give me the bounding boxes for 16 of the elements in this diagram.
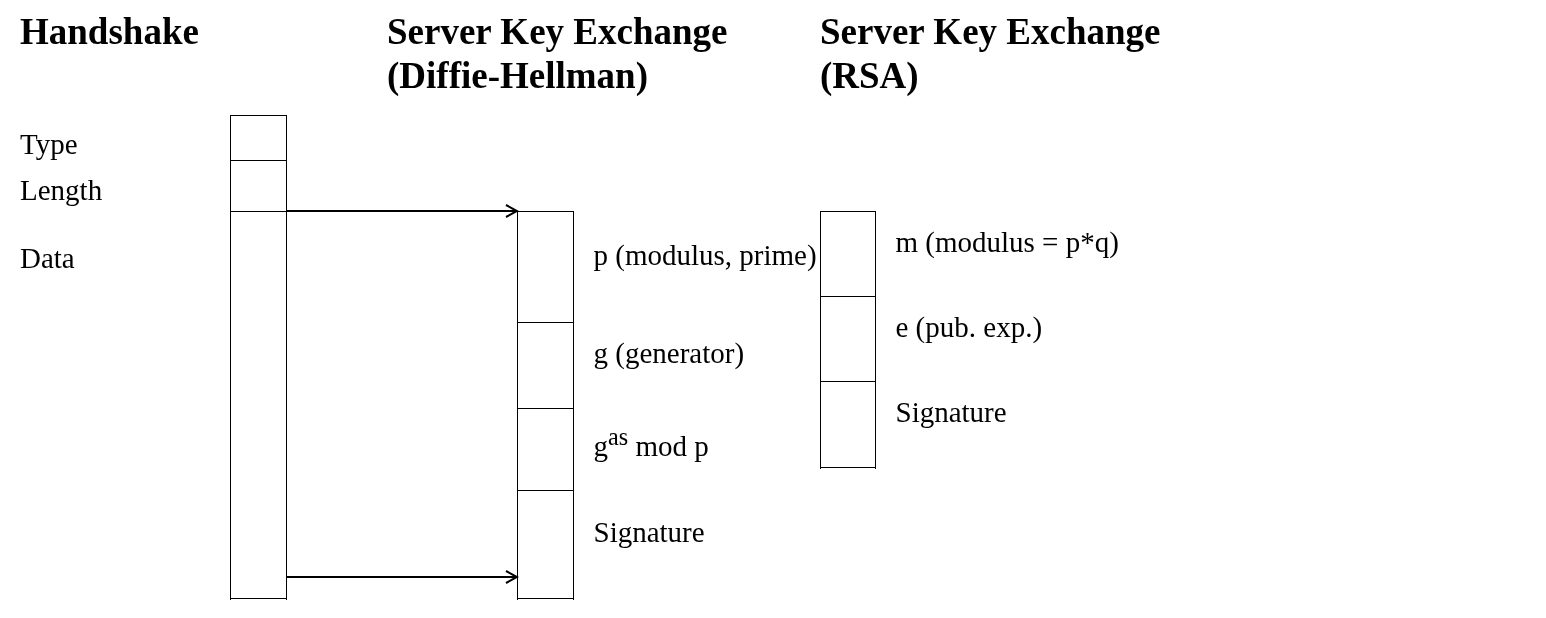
field-label: g$^{as}$ mod p	[593, 422, 709, 463]
column-heading: Handshake	[20, 10, 200, 54]
field-label: Data	[20, 241, 75, 275]
field-label: g (generator)	[593, 336, 745, 370]
field-label: Type	[20, 127, 78, 161]
column-heading: Server Key Exchange (RSA)	[820, 10, 1162, 98]
field-label: e (pub. exp.)	[895, 309, 1043, 344]
field-label: m (modulus = p*q)	[895, 224, 1119, 259]
arrow	[285, 204, 518, 218]
field-label: Signature	[593, 515, 705, 549]
field-label: p (modulus, prime)	[593, 237, 817, 272]
packet-column	[230, 115, 287, 600]
field-label: Length	[20, 173, 103, 207]
column-heading: Server Key Exchange (Diffie-Hellman)	[387, 10, 729, 98]
arrow	[285, 570, 518, 584]
field-label: Signature	[895, 395, 1007, 429]
